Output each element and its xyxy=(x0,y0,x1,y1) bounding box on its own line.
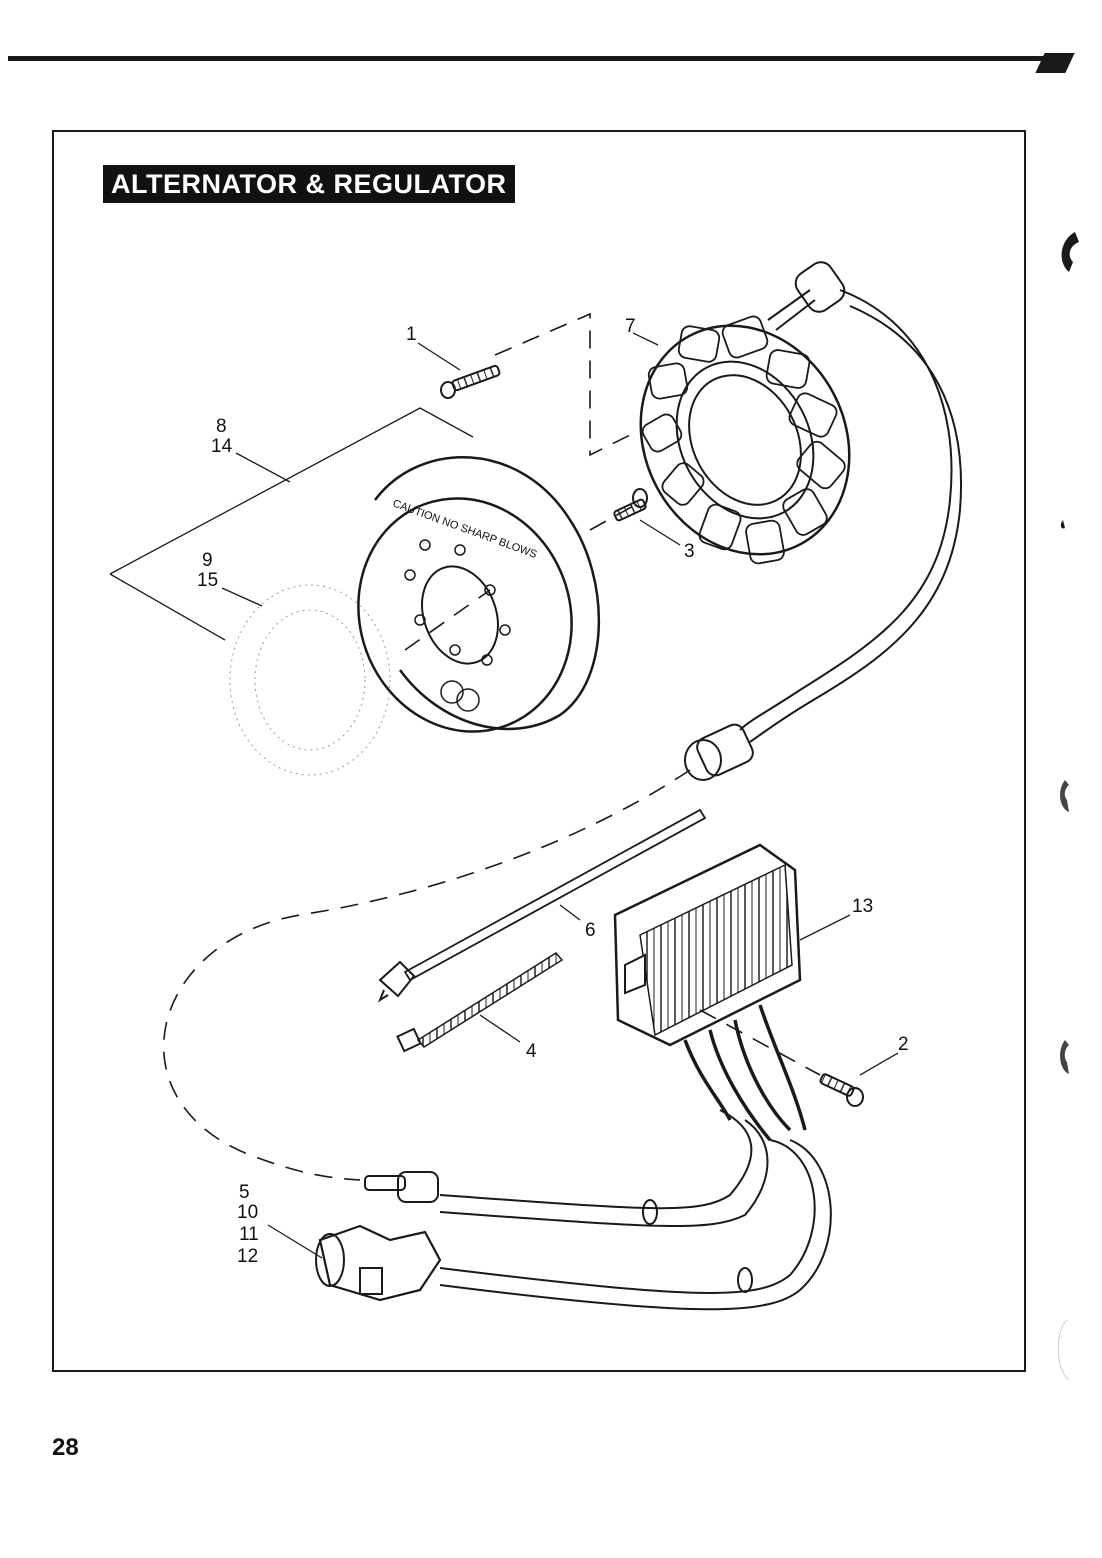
callout-5: 5 xyxy=(239,1182,250,1203)
callout-4: 4 xyxy=(526,1041,537,1062)
callout-7: 7 xyxy=(625,316,636,337)
screw-3 xyxy=(613,488,648,522)
binder-edge xyxy=(1057,232,1079,1381)
callout-3: 3 xyxy=(684,541,695,562)
callout-11: 11 xyxy=(239,1224,259,1245)
rotor xyxy=(357,455,600,733)
regulator xyxy=(439,843,832,1311)
title-banner: ALTERNATOR & REGULATOR xyxy=(103,165,515,203)
callout-6: 6 xyxy=(585,920,596,941)
top-rule xyxy=(8,56,1068,61)
stator xyxy=(639,261,962,781)
callout-2: 2 xyxy=(898,1034,909,1055)
screw-2 xyxy=(819,1073,864,1107)
connectors xyxy=(315,1171,442,1302)
page-number: 28 xyxy=(52,1434,79,1461)
cable-tie-4 xyxy=(396,952,564,1053)
flywheel-ghost xyxy=(229,584,391,776)
callout-10: 10 xyxy=(237,1202,258,1223)
page-title: ALTERNATOR & REGULATOR xyxy=(111,168,507,199)
callout-14: 14 xyxy=(211,436,233,457)
leader-lines xyxy=(109,332,899,1259)
callout-9: 9 xyxy=(202,550,213,571)
callout-12: 12 xyxy=(237,1246,258,1267)
screw-1 xyxy=(440,364,501,399)
callout-15: 15 xyxy=(197,570,218,591)
callout-8: 8 xyxy=(216,416,227,437)
assembly-lines xyxy=(162,312,821,1181)
diagram-frame xyxy=(52,130,1026,1372)
callout-1: 1 xyxy=(406,324,417,345)
cable-tie-6 xyxy=(377,808,707,1003)
callout-13: 13 xyxy=(852,896,873,917)
